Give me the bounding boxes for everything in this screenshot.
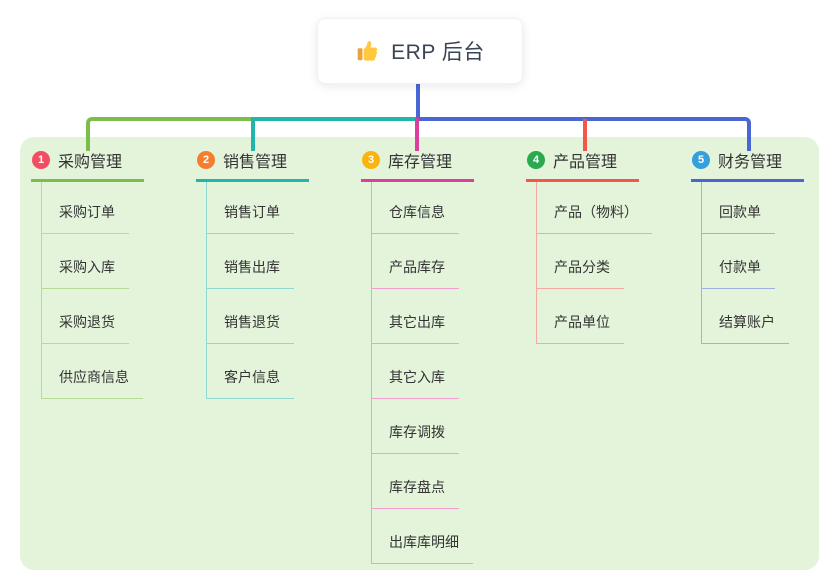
child-node[interactable]: 出库库明细 xyxy=(372,509,511,564)
branch-sales-node[interactable]: 2 销售管理 xyxy=(196,147,309,182)
child-node[interactable]: 库存调拨 xyxy=(372,399,511,454)
child-node-label: 产品库存 xyxy=(372,257,459,289)
branch-product-label: 产品管理 xyxy=(553,154,618,171)
branch-finance: 5 财务管理 回款单 付款单 结算账户 xyxy=(691,147,839,344)
child-node-label: 采购订单 xyxy=(42,202,129,234)
child-node[interactable]: 仓库信息 xyxy=(372,182,511,234)
badge-2: 2 xyxy=(197,151,215,169)
child-node[interactable]: 客户信息 xyxy=(207,344,346,399)
child-node-label: 回款单 xyxy=(702,202,775,234)
child-node[interactable]: 产品单位 xyxy=(537,289,676,344)
child-node-label: 结算账户 xyxy=(702,312,789,344)
child-node-label: 产品单位 xyxy=(537,312,624,344)
connector-branch4 xyxy=(583,119,587,151)
branch-finance-children: 回款单 付款单 结算账户 xyxy=(701,182,839,344)
connector-branch1 xyxy=(86,117,253,151)
child-node-label: 出库库明细 xyxy=(372,532,473,564)
branch-inventory-node[interactable]: 3 库存管理 xyxy=(361,147,474,182)
child-node[interactable]: 回款单 xyxy=(702,182,839,234)
child-node-label: 产品（物料） xyxy=(537,202,652,234)
child-node[interactable]: 其它入库 xyxy=(372,344,511,399)
child-node-label: 客户信息 xyxy=(207,367,294,399)
child-node[interactable]: 产品分类 xyxy=(537,234,676,289)
connector-branch2 xyxy=(251,117,418,151)
child-node-label: 其它入库 xyxy=(372,367,459,399)
root-node[interactable]: ERP 后台 xyxy=(317,18,523,84)
child-node-label: 销售订单 xyxy=(207,202,294,234)
branch-purchase: 1 采购管理 采购订单 采购入库 采购退货 供应商信息 xyxy=(31,147,181,399)
badge-1: 1 xyxy=(32,151,50,169)
child-node[interactable]: 采购订单 xyxy=(42,182,181,234)
badge-5: 5 xyxy=(692,151,710,169)
child-node[interactable]: 其它出库 xyxy=(372,289,511,344)
child-node[interactable]: 结算账户 xyxy=(702,289,839,344)
branch-purchase-children: 采购订单 采购入库 采购退货 供应商信息 xyxy=(41,182,181,399)
child-node-label: 付款单 xyxy=(702,257,775,289)
child-node[interactable]: 采购退货 xyxy=(42,289,181,344)
branch-sales-label: 销售管理 xyxy=(223,154,288,171)
child-node-label: 产品分类 xyxy=(537,257,624,289)
badge-3: 3 xyxy=(362,151,380,169)
root-node-title: ERP 后台 xyxy=(391,41,485,64)
child-node-label: 采购入库 xyxy=(42,257,129,289)
branch-finance-label: 财务管理 xyxy=(718,154,783,171)
branch-purchase-node[interactable]: 1 采购管理 xyxy=(31,147,144,182)
child-node[interactable]: 产品库存 xyxy=(372,234,511,289)
child-node-label: 采购退货 xyxy=(42,312,129,344)
child-node-label: 销售退货 xyxy=(207,312,294,344)
branch-product: 4 产品管理 产品（物料） 产品分类 产品单位 xyxy=(526,147,676,344)
branch-product-children: 产品（物料） 产品分类 产品单位 xyxy=(536,182,676,344)
child-node-label: 库存调拨 xyxy=(372,422,459,454)
child-node[interactable]: 销售退货 xyxy=(207,289,346,344)
branch-product-node[interactable]: 4 产品管理 xyxy=(526,147,639,182)
connector-root xyxy=(416,84,420,121)
child-node[interactable]: 销售出库 xyxy=(207,234,346,289)
branch-finance-node[interactable]: 5 财务管理 xyxy=(691,147,804,182)
connector-branch3 xyxy=(415,118,419,151)
child-node[interactable]: 采购入库 xyxy=(42,234,181,289)
child-node-label: 其它出库 xyxy=(372,312,459,344)
child-node-label: 供应商信息 xyxy=(42,367,143,399)
child-node[interactable]: 供应商信息 xyxy=(42,344,181,399)
branch-inventory-children: 仓库信息 产品库存 其它出库 其它入库 库存调拨 库存盘点 出库库明细 xyxy=(371,182,511,564)
branch-sales-children: 销售订单 销售出库 销售退货 客户信息 xyxy=(206,182,346,399)
child-node-label: 仓库信息 xyxy=(372,202,459,234)
child-node[interactable]: 付款单 xyxy=(702,234,839,289)
branch-purchase-label: 采购管理 xyxy=(58,154,123,171)
child-node[interactable]: 销售订单 xyxy=(207,182,346,234)
branch-inventory-label: 库存管理 xyxy=(388,154,453,171)
badge-4: 4 xyxy=(527,151,545,169)
branches-panel xyxy=(20,137,819,570)
branch-inventory: 3 库存管理 仓库信息 产品库存 其它出库 其它入库 库存调拨 库存盘点 出库库… xyxy=(361,147,511,564)
child-node-label: 库存盘点 xyxy=(372,477,459,509)
child-node[interactable]: 产品（物料） xyxy=(537,182,676,234)
child-node[interactable]: 库存盘点 xyxy=(372,454,511,509)
child-node-label: 销售出库 xyxy=(207,257,294,289)
branch-sales: 2 销售管理 销售订单 销售出库 销售退货 客户信息 xyxy=(196,147,346,399)
thumbs-up-icon xyxy=(355,38,381,64)
